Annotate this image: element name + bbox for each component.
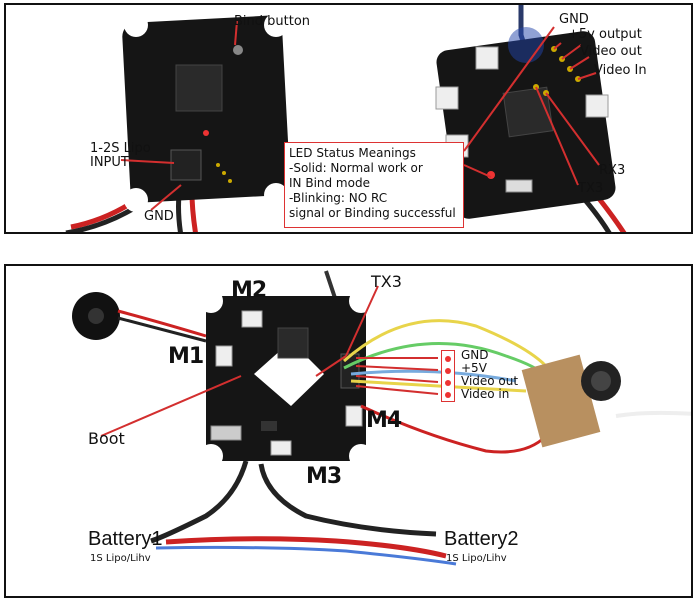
top-diagram-panel: Bind button 1-2S Lipo INPUT GND GND +5v … <box>4 3 693 234</box>
pin-header-callout <box>441 350 455 402</box>
led-status-line1: -Solid: Normal work or <box>289 161 423 175</box>
gnd-right-label: GND <box>559 12 589 27</box>
bottom-diagram-graphic <box>72 270 691 566</box>
motor-m1-label: M1 <box>168 344 204 369</box>
led-status-line3: -Blinking: NO RC <box>289 191 388 205</box>
motor-m4-label: M4 <box>366 408 402 433</box>
led-status-box: LED Status Meanings -Solid: Normal work … <box>284 142 464 228</box>
battery1-type-label: 1S Lipo/Lihv <box>90 553 151 564</box>
motor-m2-label: M2 <box>231 278 267 303</box>
gnd-left-label: GND <box>144 209 174 224</box>
battery2-type-label: 1S Lipo/Lihv <box>446 553 507 564</box>
pin-video-out-label: Video out <box>461 374 519 388</box>
top-diagram-graphic <box>65 5 627 232</box>
pin-video-in-dot <box>445 392 451 398</box>
top-annotation-lines <box>120 20 600 211</box>
fpv-camera <box>521 354 621 448</box>
pin-gnd-dot <box>445 356 451 362</box>
pin-video-out-dot <box>445 380 451 386</box>
motor-m3-label: M3 <box>306 464 342 489</box>
battery1-label: Battery1 <box>88 528 163 550</box>
video-out-label: Video out <box>580 44 642 59</box>
bottom-annotation-lines <box>100 285 439 437</box>
flight-controller-board <box>199 289 373 468</box>
pin-5v-label: +5V <box>461 361 487 375</box>
buzzer-icon <box>72 292 207 343</box>
boot-label: Boot <box>88 429 125 448</box>
lipo-input-label-line1: 1-2S Lipo <box>90 141 151 156</box>
lipo-input-label-line2: INPUT <box>90 155 129 170</box>
video-in-label: Video In <box>594 63 647 78</box>
led-status-line4: signal or Binding successful <box>289 206 456 220</box>
bind-button-label: Bind button <box>234 14 311 29</box>
led-status-line2: IN Bind mode <box>289 176 370 190</box>
bottom-diagram-panel: TX3 M2 M1 M4 M3 Boot GND +5V Video out V… <box>4 264 693 598</box>
battery2-label: Battery2 <box>444 528 519 550</box>
pin-5v-dot <box>445 368 451 374</box>
led-status-title: LED Status Meanings <box>289 146 416 160</box>
flight-controller-board-top-view <box>65 13 291 232</box>
plus5v-output-label: +5v output <box>568 27 642 42</box>
pin-video-in-label: Video in <box>461 387 510 401</box>
pin-gnd-label: GND <box>461 348 489 362</box>
rx3-label: RX3 <box>599 163 626 178</box>
tx3-top-label: TX3 <box>578 181 604 196</box>
tx3-bottom-label: TX3 <box>371 272 402 291</box>
